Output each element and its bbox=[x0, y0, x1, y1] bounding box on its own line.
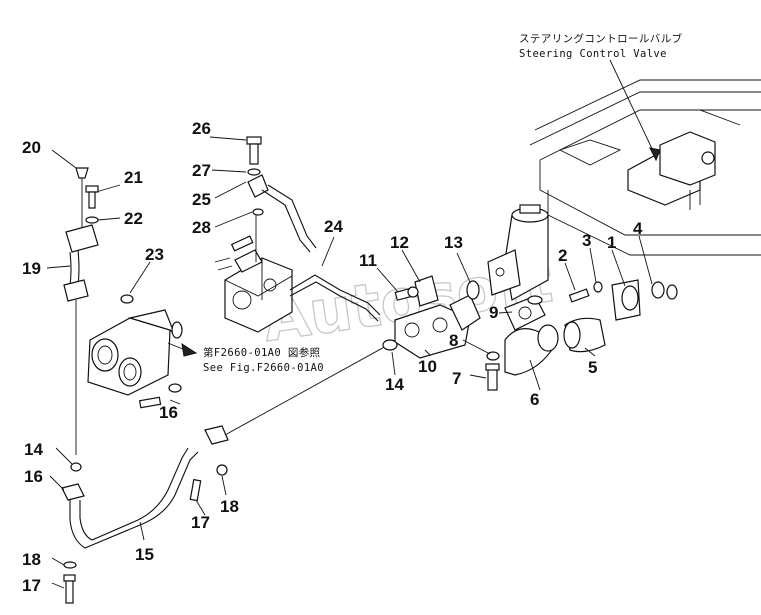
callout-15: 15 bbox=[135, 545, 154, 564]
callout-17-center: 17 bbox=[191, 513, 210, 532]
lower-hose bbox=[61, 339, 398, 604]
left-pump bbox=[87, 309, 198, 409]
callout-16-center: 16 bbox=[159, 403, 178, 422]
callout-18-left: 18 bbox=[22, 550, 41, 569]
callout-26: 26 bbox=[192, 119, 211, 138]
callout-12: 12 bbox=[390, 233, 409, 252]
callout-14-left: 14 bbox=[24, 440, 43, 459]
callout-22: 22 bbox=[124, 209, 143, 228]
callout-3: 3 bbox=[582, 231, 591, 250]
see-fig-label-en: See Fig.F2660-01A0 bbox=[203, 362, 324, 374]
callout-23: 23 bbox=[145, 245, 164, 264]
callout-5: 5 bbox=[588, 358, 597, 377]
valve-label-en: Steering Control Valve bbox=[519, 48, 667, 60]
callout-20: 20 bbox=[22, 138, 41, 157]
callout-17-left: 17 bbox=[22, 576, 41, 595]
callout-27: 27 bbox=[192, 161, 211, 180]
callout-28: 28 bbox=[192, 218, 211, 237]
callout-1: 1 bbox=[607, 233, 616, 252]
callout-11: 11 bbox=[359, 251, 377, 270]
callout-25: 25 bbox=[192, 190, 211, 209]
inset-leader-arrow bbox=[609, 59, 656, 156]
callout-19: 19 bbox=[22, 259, 41, 278]
callout-18-center: 18 bbox=[220, 497, 239, 516]
callout-2: 2 bbox=[558, 246, 567, 265]
callout-4: 4 bbox=[633, 219, 643, 238]
valve-label-jp: ステアリングコントロールバルブ bbox=[519, 32, 683, 45]
callout-24: 24 bbox=[324, 217, 343, 236]
see-fig-label-jp: 第F2660-01A0 図参照 bbox=[203, 346, 321, 359]
callout-7: 7 bbox=[452, 369, 461, 388]
callouts: 1 2 3 4 5 6 7 8 9 10 11 12 13 14 14 15 1… bbox=[22, 119, 643, 595]
callout-14-right: 14 bbox=[385, 375, 404, 394]
machine-inset bbox=[529, 59, 761, 256]
callout-21: 21 bbox=[124, 168, 143, 187]
callout-8: 8 bbox=[449, 331, 458, 350]
leader-lines bbox=[46, 136, 653, 589]
callout-16-left: 16 bbox=[24, 467, 43, 486]
callout-9: 9 bbox=[489, 303, 498, 322]
callout-10: 10 bbox=[418, 357, 437, 376]
left-hose bbox=[63, 167, 134, 472]
pump-assembly bbox=[214, 136, 381, 333]
callout-13: 13 bbox=[444, 233, 463, 252]
valve-assembly bbox=[394, 204, 678, 391]
callout-6: 6 bbox=[530, 390, 539, 409]
